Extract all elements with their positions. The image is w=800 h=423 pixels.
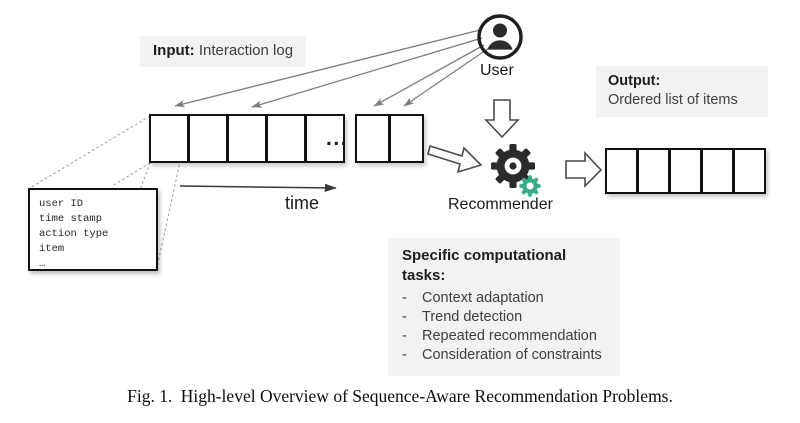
task-item: - Trend detection: [402, 308, 608, 327]
input-panel-value: Interaction log: [194, 42, 294, 59]
detail-line: user ID: [39, 198, 84, 210]
figure-caption-number: Fig. 1.: [127, 386, 173, 406]
tasks-panel-title: Specific computational tasks:: [402, 247, 567, 284]
detail-line: action type: [39, 227, 109, 240]
task-bullet: -: [402, 346, 407, 363]
task-bullet: -: [402, 308, 407, 325]
recommender-label: Recommender: [448, 196, 553, 213]
interaction-item-cell: [266, 114, 306, 163]
task-item: - Context adaptation: [402, 289, 608, 308]
interaction-log-sequence-right: [355, 114, 424, 163]
task-item: - Consideration of constraints: [402, 346, 608, 365]
interaction-record-detail-box: user ID time stamp action type item …: [28, 188, 158, 271]
time-axis-label: time: [285, 193, 320, 213]
interaction-item-cell: [305, 114, 345, 163]
output-item-cell: [701, 148, 734, 194]
output-item-cell: [605, 148, 638, 194]
callout-line-bottom: [111, 162, 151, 187]
interaction-log-sequence-left: [149, 114, 345, 163]
interaction-item-cell: [227, 114, 267, 163]
figure-caption-text: High-level Overview of Sequence-Aware Re…: [180, 386, 673, 406]
task-item: - Repeated recommendation: [402, 327, 608, 346]
detail-line: time stamp: [39, 212, 103, 225]
sequence-ellipsis: ...: [326, 127, 349, 150]
block-arrow-right-icon-2: [565, 150, 603, 188]
output-item-cell: [637, 148, 670, 194]
input-panel-line: Input: Interaction log: [153, 42, 293, 59]
task-bullet: -: [402, 289, 407, 306]
gear-icon: [491, 144, 535, 188]
user-avatar-icon: [477, 14, 523, 60]
task-bullet: -: [402, 327, 407, 344]
output-panel-title: Output:: [608, 72, 756, 91]
user-to-log-arrow-4: [403, 47, 490, 107]
user-label: User: [480, 62, 514, 79]
output-item-cell: [733, 148, 766, 194]
task-label: Consideration of constraints: [422, 346, 602, 363]
block-arrow-down-icon: [484, 99, 520, 139]
detail-line: item: [39, 242, 65, 255]
task-label: Repeated recommendation: [422, 327, 597, 344]
block-arrow-right-icon-1: [427, 144, 483, 174]
time-axis-arrow-icon: [179, 183, 337, 193]
user-to-log-arrow-3: [373, 44, 485, 107]
detail-line: …: [39, 257, 46, 270]
interaction-item-cell: [188, 114, 228, 163]
input-panel-label: Input:: [153, 42, 195, 59]
output-panel-title-text: Output:: [608, 73, 661, 89]
tasks-annotation-panel: Specific computational tasks: - Context …: [388, 238, 620, 377]
output-item-list: [605, 148, 766, 194]
gear-small-icon: [519, 175, 541, 197]
output-annotation-panel: Output: Ordered list of items: [596, 66, 768, 118]
task-label: Context adaptation: [422, 289, 544, 306]
interaction-item-cell: [355, 114, 390, 163]
input-annotation-panel: Input: Interaction log: [140, 36, 307, 67]
task-label: Trend detection: [422, 308, 523, 325]
output-panel-subtitle: Ordered list of items: [608, 92, 738, 109]
figure-caption: Fig. 1. High-level Overview of Sequence-…: [0, 386, 800, 407]
interaction-item-cell: [149, 114, 189, 163]
interaction-item-cell: [389, 114, 424, 163]
callout-line-top: [29, 115, 151, 189]
output-item-cell: [669, 148, 702, 194]
